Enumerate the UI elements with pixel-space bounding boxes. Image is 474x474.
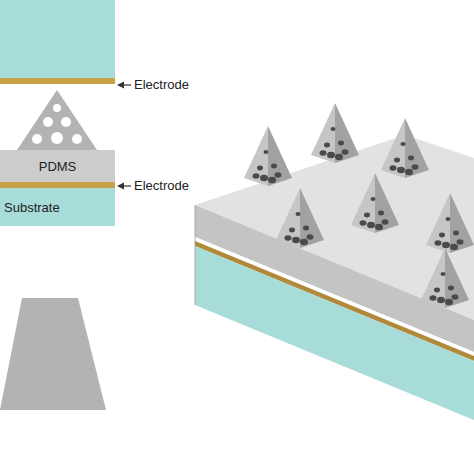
pore — [268, 177, 276, 183]
pyramid-face — [405, 118, 429, 178]
pyramid — [311, 103, 359, 163]
pore — [405, 169, 413, 175]
pore — [435, 240, 442, 246]
pyramid-face — [450, 193, 474, 253]
pore — [331, 127, 336, 131]
pyramid-face — [244, 126, 268, 186]
pore — [378, 211, 384, 216]
pyramid-profile — [0, 298, 106, 410]
pyramid — [421, 248, 469, 308]
pore — [360, 220, 367, 226]
pore — [61, 117, 71, 127]
pyramid-face — [300, 188, 324, 248]
pore — [257, 166, 263, 171]
pore — [260, 175, 268, 181]
pore — [457, 239, 464, 245]
pore — [335, 154, 343, 160]
pore — [430, 295, 437, 301]
pore — [450, 244, 458, 250]
pyramid-face — [335, 103, 359, 163]
arrow-head — [117, 183, 124, 190]
pyramid-face — [421, 248, 445, 308]
pore — [264, 150, 269, 154]
pore — [292, 237, 300, 243]
porous-pyramid — [17, 90, 97, 150]
pyramid-face — [375, 173, 399, 233]
pore — [307, 234, 314, 240]
pore — [371, 197, 376, 201]
pore — [408, 156, 414, 161]
slab-edge — [195, 205, 196, 305]
pore — [364, 213, 370, 218]
pore — [285, 235, 292, 241]
pore — [324, 143, 330, 148]
pyramid-face — [381, 118, 405, 178]
pore — [452, 294, 459, 300]
pdms-band: PDMS — [0, 150, 115, 182]
pore — [53, 104, 61, 112]
pyramid-face — [276, 188, 300, 248]
pore — [303, 226, 309, 231]
pore — [253, 173, 260, 179]
pore — [453, 231, 459, 236]
pyramid — [381, 118, 429, 178]
pore — [289, 228, 295, 233]
pore — [401, 142, 406, 146]
pore — [412, 164, 419, 170]
pore — [32, 134, 42, 144]
pyramid — [244, 126, 292, 186]
pore — [300, 239, 308, 245]
pore — [434, 288, 440, 293]
top-electrode — [0, 78, 115, 84]
pore — [43, 117, 53, 127]
callout-label: Electrode — [134, 178, 189, 193]
arrow-head — [117, 82, 124, 89]
pore — [367, 222, 375, 228]
callout-label: Electrode — [134, 77, 189, 92]
pyramid-face — [351, 173, 375, 233]
pore — [375, 224, 383, 230]
pore — [320, 150, 327, 156]
pore — [442, 242, 450, 248]
pore — [338, 141, 344, 146]
band-label: Substrate — [4, 200, 60, 215]
pore — [441, 272, 446, 276]
pyramid-face — [426, 193, 450, 253]
top-plate — [0, 0, 115, 78]
pores — [32, 104, 82, 144]
leader-line — [123, 185, 131, 186]
pore — [394, 158, 400, 163]
leader-line — [123, 84, 131, 85]
pore — [72, 134, 82, 144]
pore — [437, 297, 445, 303]
pore — [296, 212, 301, 216]
pyramid — [351, 173, 399, 233]
pore — [448, 286, 454, 291]
pore — [439, 233, 445, 238]
substrate-layer — [195, 246, 474, 420]
pore — [342, 149, 349, 155]
band-label: PDMS — [39, 159, 77, 174]
pore — [446, 217, 451, 221]
pore — [382, 219, 389, 225]
pore — [397, 167, 405, 173]
pore — [275, 172, 282, 178]
pyramid-face — [311, 103, 335, 163]
pyramid — [426, 193, 474, 253]
substrate-band: Substrate — [0, 188, 115, 226]
pore — [271, 164, 277, 169]
pore — [327, 152, 335, 158]
pyramid — [276, 188, 324, 248]
pyramid-face — [268, 126, 292, 186]
pore — [390, 165, 397, 171]
pore — [51, 132, 63, 144]
pyramid-face — [445, 248, 469, 308]
pore — [445, 299, 453, 305]
